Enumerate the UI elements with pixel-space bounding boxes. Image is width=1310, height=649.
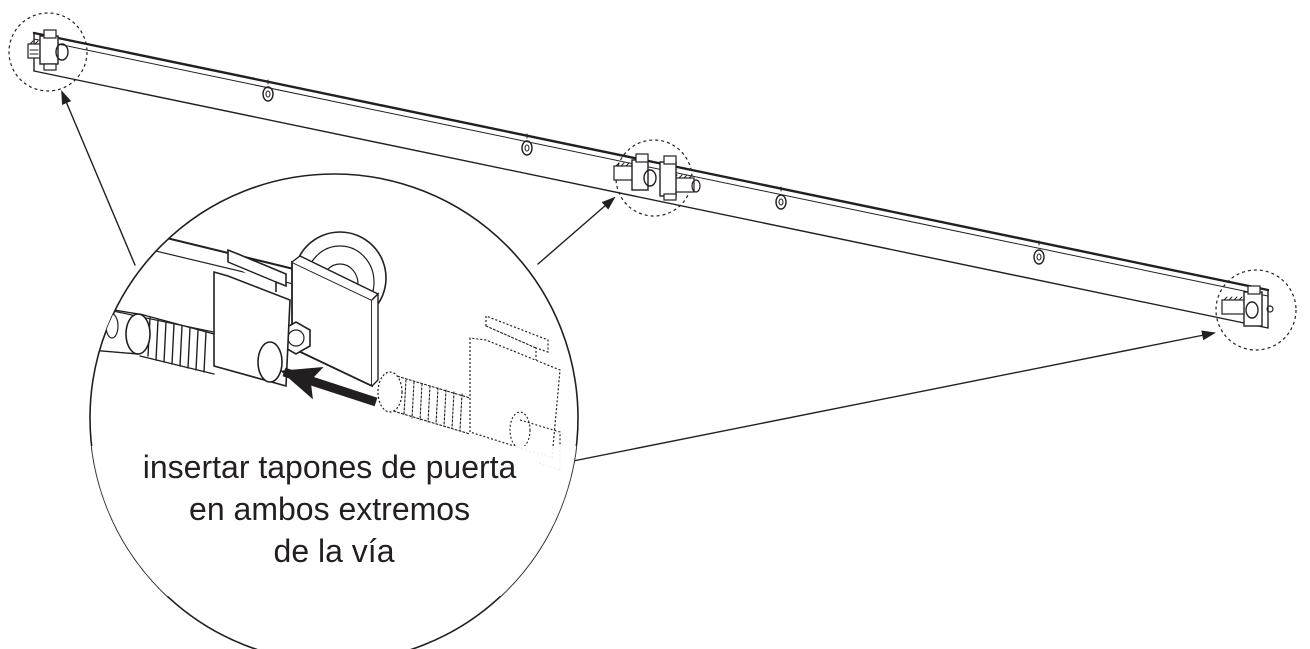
insert-arrow-icon (280, 366, 378, 407)
magnified-detail: insertar tapones de puerta en ambos extr… (89, 173, 579, 649)
door-stopper-icon (613, 153, 657, 191)
caption-line-1: insertar tapones de puerta (143, 449, 517, 485)
door-stopper-icon (659, 155, 701, 201)
track-rail-icon (32, 31, 1270, 329)
arrow-to-right-end (547, 330, 1216, 467)
highlight-circle-left (8, 12, 88, 92)
arrow-to-middle (537, 196, 616, 265)
door-stopper-icon (27, 29, 69, 71)
mounting-holes (262, 79, 1045, 265)
door-stopper-icon (90, 248, 291, 388)
door-stopper-icon (1221, 285, 1274, 327)
door-stopper-left (8, 12, 88, 92)
arrow-to-left-end (61, 90, 136, 266)
mounting-hole-icon (262, 79, 274, 102)
highlight-circle-right (1215, 269, 1297, 351)
pointer-arrows (61, 90, 1216, 467)
caption-line-3: de la vía (274, 533, 395, 569)
door-stopper-right (1215, 269, 1297, 351)
caption-line-2: en ambos extremos (189, 491, 470, 527)
hanger-plate (281, 255, 380, 388)
mounting-hole-icon (775, 186, 787, 210)
instruction-caption: insertar tapones de puerta en ambos extr… (143, 449, 525, 569)
mounting-hole-icon (521, 133, 533, 156)
mounting-hole-icon (1033, 240, 1045, 265)
door-stopper-middle (613, 139, 701, 217)
